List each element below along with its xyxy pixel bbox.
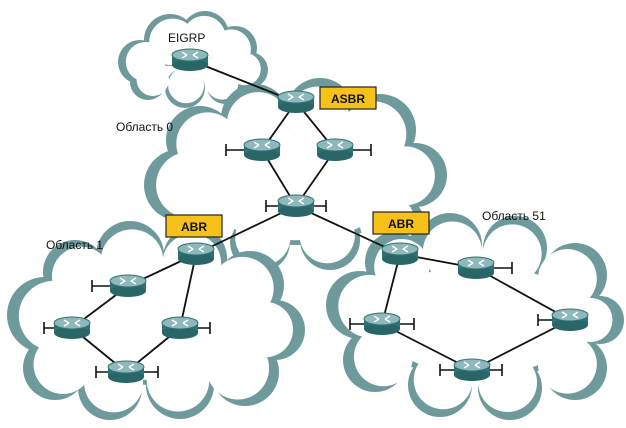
abr-tag-left: ABR — [165, 214, 223, 238]
abr-tag-right-label: ABR — [388, 217, 414, 231]
link-a51top-a51right — [475, 267, 571, 321]
router-icon — [381, 242, 419, 266]
area-51-label: Область 51 — [482, 209, 546, 223]
link-a51right-a51bottom — [471, 319, 571, 371]
router-icon — [277, 194, 315, 218]
abr-tag-right: ABR — [372, 211, 430, 235]
asbr-tag-label: ASBR — [331, 92, 365, 106]
router-icon — [177, 242, 215, 266]
router-icon — [363, 312, 401, 336]
router-icon — [109, 274, 147, 298]
link-center-abrleft — [195, 205, 297, 255]
router-icon — [453, 358, 491, 382]
abr-tag-left-label: ABR — [181, 220, 207, 234]
router-icon — [171, 48, 209, 72]
link-abrright-a51left — [381, 253, 401, 325]
eigrp-label: EIGRP — [168, 31, 205, 45]
router-icon — [161, 316, 199, 340]
router-icon — [277, 90, 315, 114]
link-center-abrright — [295, 205, 401, 255]
router-icon — [551, 308, 589, 332]
link-abrleft-a1right — [179, 253, 197, 329]
asbr-tag: ASBR — [319, 86, 377, 110]
router-icon — [457, 256, 495, 280]
router-icon — [316, 138, 354, 162]
area-0-label: Область 0 — [116, 120, 173, 134]
router-icon — [243, 138, 281, 162]
area-1-label: Область 1 — [46, 238, 103, 252]
router-icon — [107, 360, 145, 384]
router-icon — [53, 316, 91, 340]
